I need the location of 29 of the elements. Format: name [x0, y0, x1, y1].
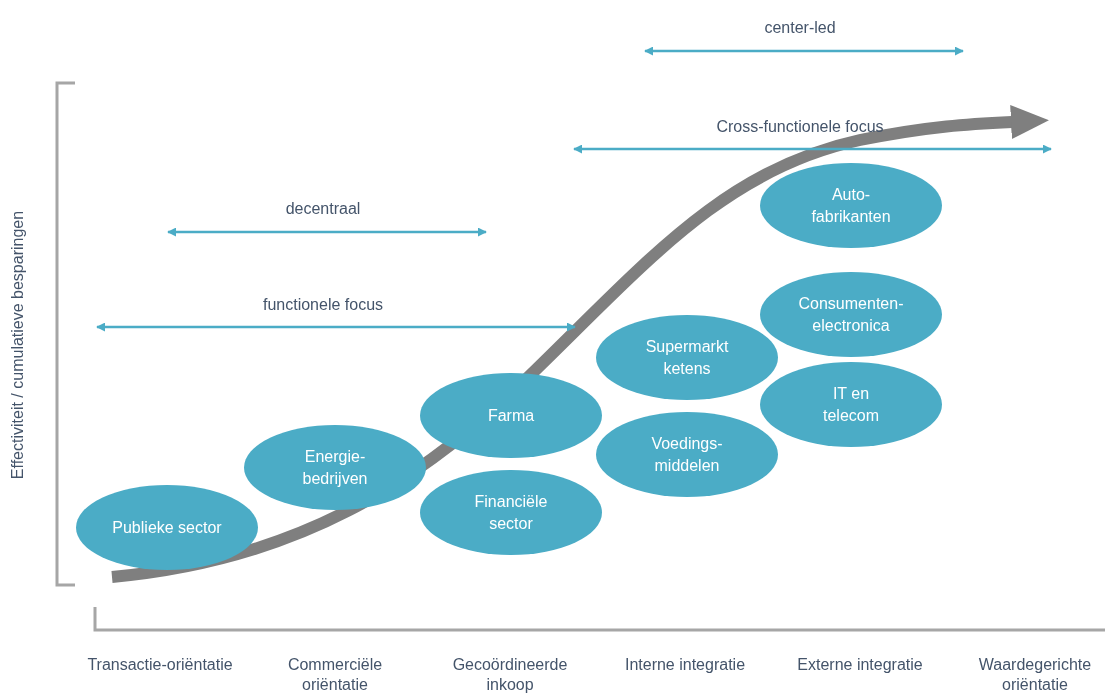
- sector-label: Auto-fabrikanten: [810, 184, 892, 227]
- axis-label: Gecoördineerde inkoop: [451, 655, 569, 695]
- sector-label: Consumenten-electronica: [797, 293, 905, 336]
- sector-label: Publieke sector: [111, 517, 223, 538]
- sector-ellipse: [760, 362, 942, 447]
- axis-label: Transactie-oriëntatie: [86, 655, 234, 675]
- sector-ellipse: [760, 272, 942, 357]
- sector-ellipse: [244, 425, 426, 510]
- range-label: Cross-functionele focus: [715, 117, 885, 137]
- sector-ellipse: [760, 163, 942, 248]
- sector-ellipse: [596, 315, 778, 400]
- sector-label: Farma: [486, 405, 536, 426]
- sector-label: IT en telecom: [822, 383, 880, 426]
- sector-label: Supermarkt ketens: [644, 336, 730, 379]
- sector-ellipse: [596, 412, 778, 497]
- sector-ellipse: [420, 373, 602, 458]
- sector-label: Financiële sector: [473, 491, 549, 534]
- sector-label: Voedings-middelen: [650, 433, 724, 476]
- y-axis-label: Effectiviteit / cumulatieve besparingen: [8, 210, 27, 480]
- axis-label: Commerciële oriëntatie: [286, 655, 384, 695]
- range-label: functionele focus: [261, 295, 385, 315]
- sector-label: Energie-bedrijven: [301, 446, 369, 489]
- range-label: center-led: [763, 18, 837, 38]
- axis-label: Interne integratie: [623, 655, 747, 675]
- axis-label: Waardegerichte oriëntatie: [977, 655, 1093, 695]
- sector-ellipse: [420, 470, 602, 555]
- axis-label: Externe integratie: [796, 655, 924, 675]
- sector-ellipse: [76, 485, 258, 570]
- range-label: decentraal: [284, 199, 362, 219]
